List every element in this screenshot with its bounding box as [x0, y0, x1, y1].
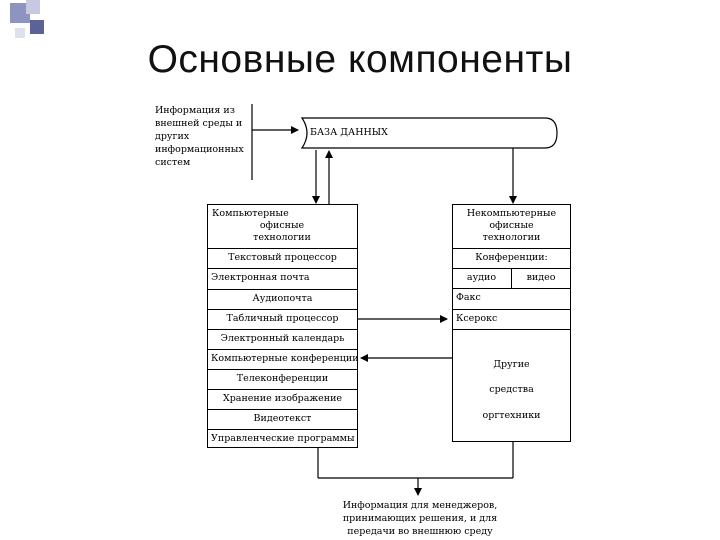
page-title: Основные компоненты: [147, 38, 573, 81]
xerox-label: Ксерокс: [456, 313, 498, 324]
left-row: Электронная почта: [211, 272, 310, 283]
right-column: [452, 204, 571, 442]
left-row: Видеотекст: [253, 413, 312, 424]
fax-label: Факс: [456, 292, 481, 303]
corner-square-2: [26, 0, 40, 14]
corner-square-1: [10, 3, 30, 23]
external-info-line: систем: [155, 157, 191, 168]
right-header-line: офисные: [489, 220, 534, 231]
left-row: Компьютерные конференции: [211, 353, 359, 364]
output-info-line: Информация для менеджеров,: [342, 500, 498, 511]
conferences-label: Конференции:: [475, 252, 548, 263]
database-label: БАЗА ДАННЫХ: [310, 127, 388, 138]
corner-square-3: [30, 20, 44, 34]
other-line: Другие: [493, 359, 530, 370]
output-info-line: передачи во внешнюю среду: [347, 526, 493, 537]
right-header-line: Некомпьютерные: [466, 208, 557, 219]
left-header-line: технологии: [253, 232, 311, 243]
video-label: видео: [526, 272, 556, 283]
external-info-line: других: [155, 131, 190, 142]
left-row: Аудиопочта: [252, 293, 313, 304]
other-line: оргтехники: [482, 410, 541, 421]
left-header-line: офисные: [259, 220, 305, 231]
left-row: Хранение изображение: [222, 393, 343, 404]
external-info-line: Информация из: [155, 105, 235, 116]
right-header-line: технологии: [482, 232, 541, 243]
output-info-line: принимающих решения, и для: [342, 513, 498, 524]
left-row: Электронный календарь: [220, 333, 345, 344]
left-column: [207, 204, 358, 448]
external-info-line: внешней среды и: [155, 118, 243, 129]
left-row: Управленческие программы: [211, 432, 355, 444]
left-row: Табличный процессор: [226, 313, 339, 324]
external-info-line: информационных: [155, 144, 244, 155]
left-row: Текстовый процессор: [228, 252, 337, 263]
left-header-line: Компьютерные: [212, 208, 289, 219]
left-row: Телеконференции: [236, 373, 329, 384]
other-line: средства: [489, 384, 534, 395]
audio-label: аудио: [466, 272, 497, 283]
corner-square-4: [15, 28, 25, 38]
